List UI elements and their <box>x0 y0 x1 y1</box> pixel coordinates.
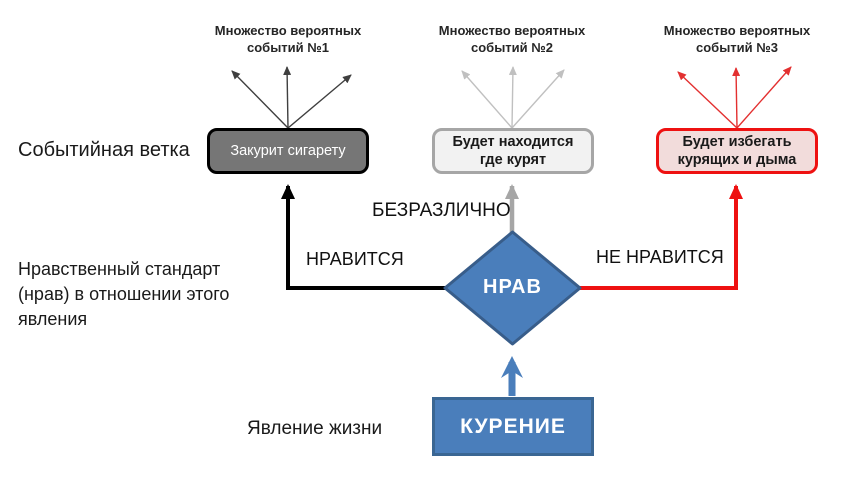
probable-events-1-line1: Множество вероятных <box>214 23 362 38</box>
probable-events-3-line1: Множество вероятных <box>663 23 811 38</box>
event-box-2-line1: Будет находится <box>452 134 574 150</box>
phenomenon-box-label: КУРЕНИЕ <box>460 414 566 438</box>
moral-standard-line1: Нравственный стандарт <box>18 259 221 279</box>
branch-dislike-arrow <box>579 184 743 290</box>
event-box-light-cigarette: Закурит сигарету <box>207 128 369 174</box>
event-box-3-line2: курящих и дыма <box>677 152 797 168</box>
decision-diamond <box>443 230 582 346</box>
branch-label-like: НРАВИТСЯ <box>306 249 404 269</box>
branch-like-arrow <box>281 184 446 290</box>
decision-diamond-label: НРАВ <box>483 276 542 298</box>
fan-arrows-3 <box>677 66 792 129</box>
fan-arrows-2 <box>461 66 565 129</box>
probable-events-3-line2: событий №3 <box>696 40 778 55</box>
probable-events-label-3: Множество вероятных событий №3 <box>647 22 827 56</box>
event-box-1-text: Закурит сигарету <box>230 143 346 159</box>
moral-standard-line3: явления <box>18 309 88 329</box>
probable-events-label-2: Множество вероятных событий №2 <box>422 22 602 56</box>
branch-label-dislike: НЕ НРАВИТСЯ <box>596 247 724 267</box>
event-box-stay-where-smoking: Будет находится где курят <box>432 128 594 174</box>
branch-label-indifferent: БЕЗРАЗЛИЧНО <box>372 200 511 221</box>
probable-events-2-line1: Множество вероятных <box>438 23 586 38</box>
probable-events-label-1: Множество вероятных событий №1 <box>198 22 378 56</box>
moral-standard-caption: Нравственный стандарт (нрав) в отношении… <box>18 257 229 332</box>
moral-standard-line2: (нрав) в отношении этого <box>18 284 230 304</box>
life-phenomenon-caption: Явление жизни <box>247 418 383 439</box>
event-branch-caption: Событийная ветка <box>18 139 190 161</box>
fan-arrows-1 <box>231 66 352 129</box>
event-box-avoid-smokers: Будет избегать курящих и дыма <box>656 128 818 174</box>
event-box-3-line1: Будет избегать <box>682 134 792 150</box>
event-box-2-line2: где курят <box>479 152 547 168</box>
probable-events-1-line2: событий №1 <box>247 40 329 55</box>
probable-events-2-line2: событий №2 <box>471 40 553 55</box>
phenomenon-box-smoking: КУРЕНИЕ <box>432 397 594 456</box>
